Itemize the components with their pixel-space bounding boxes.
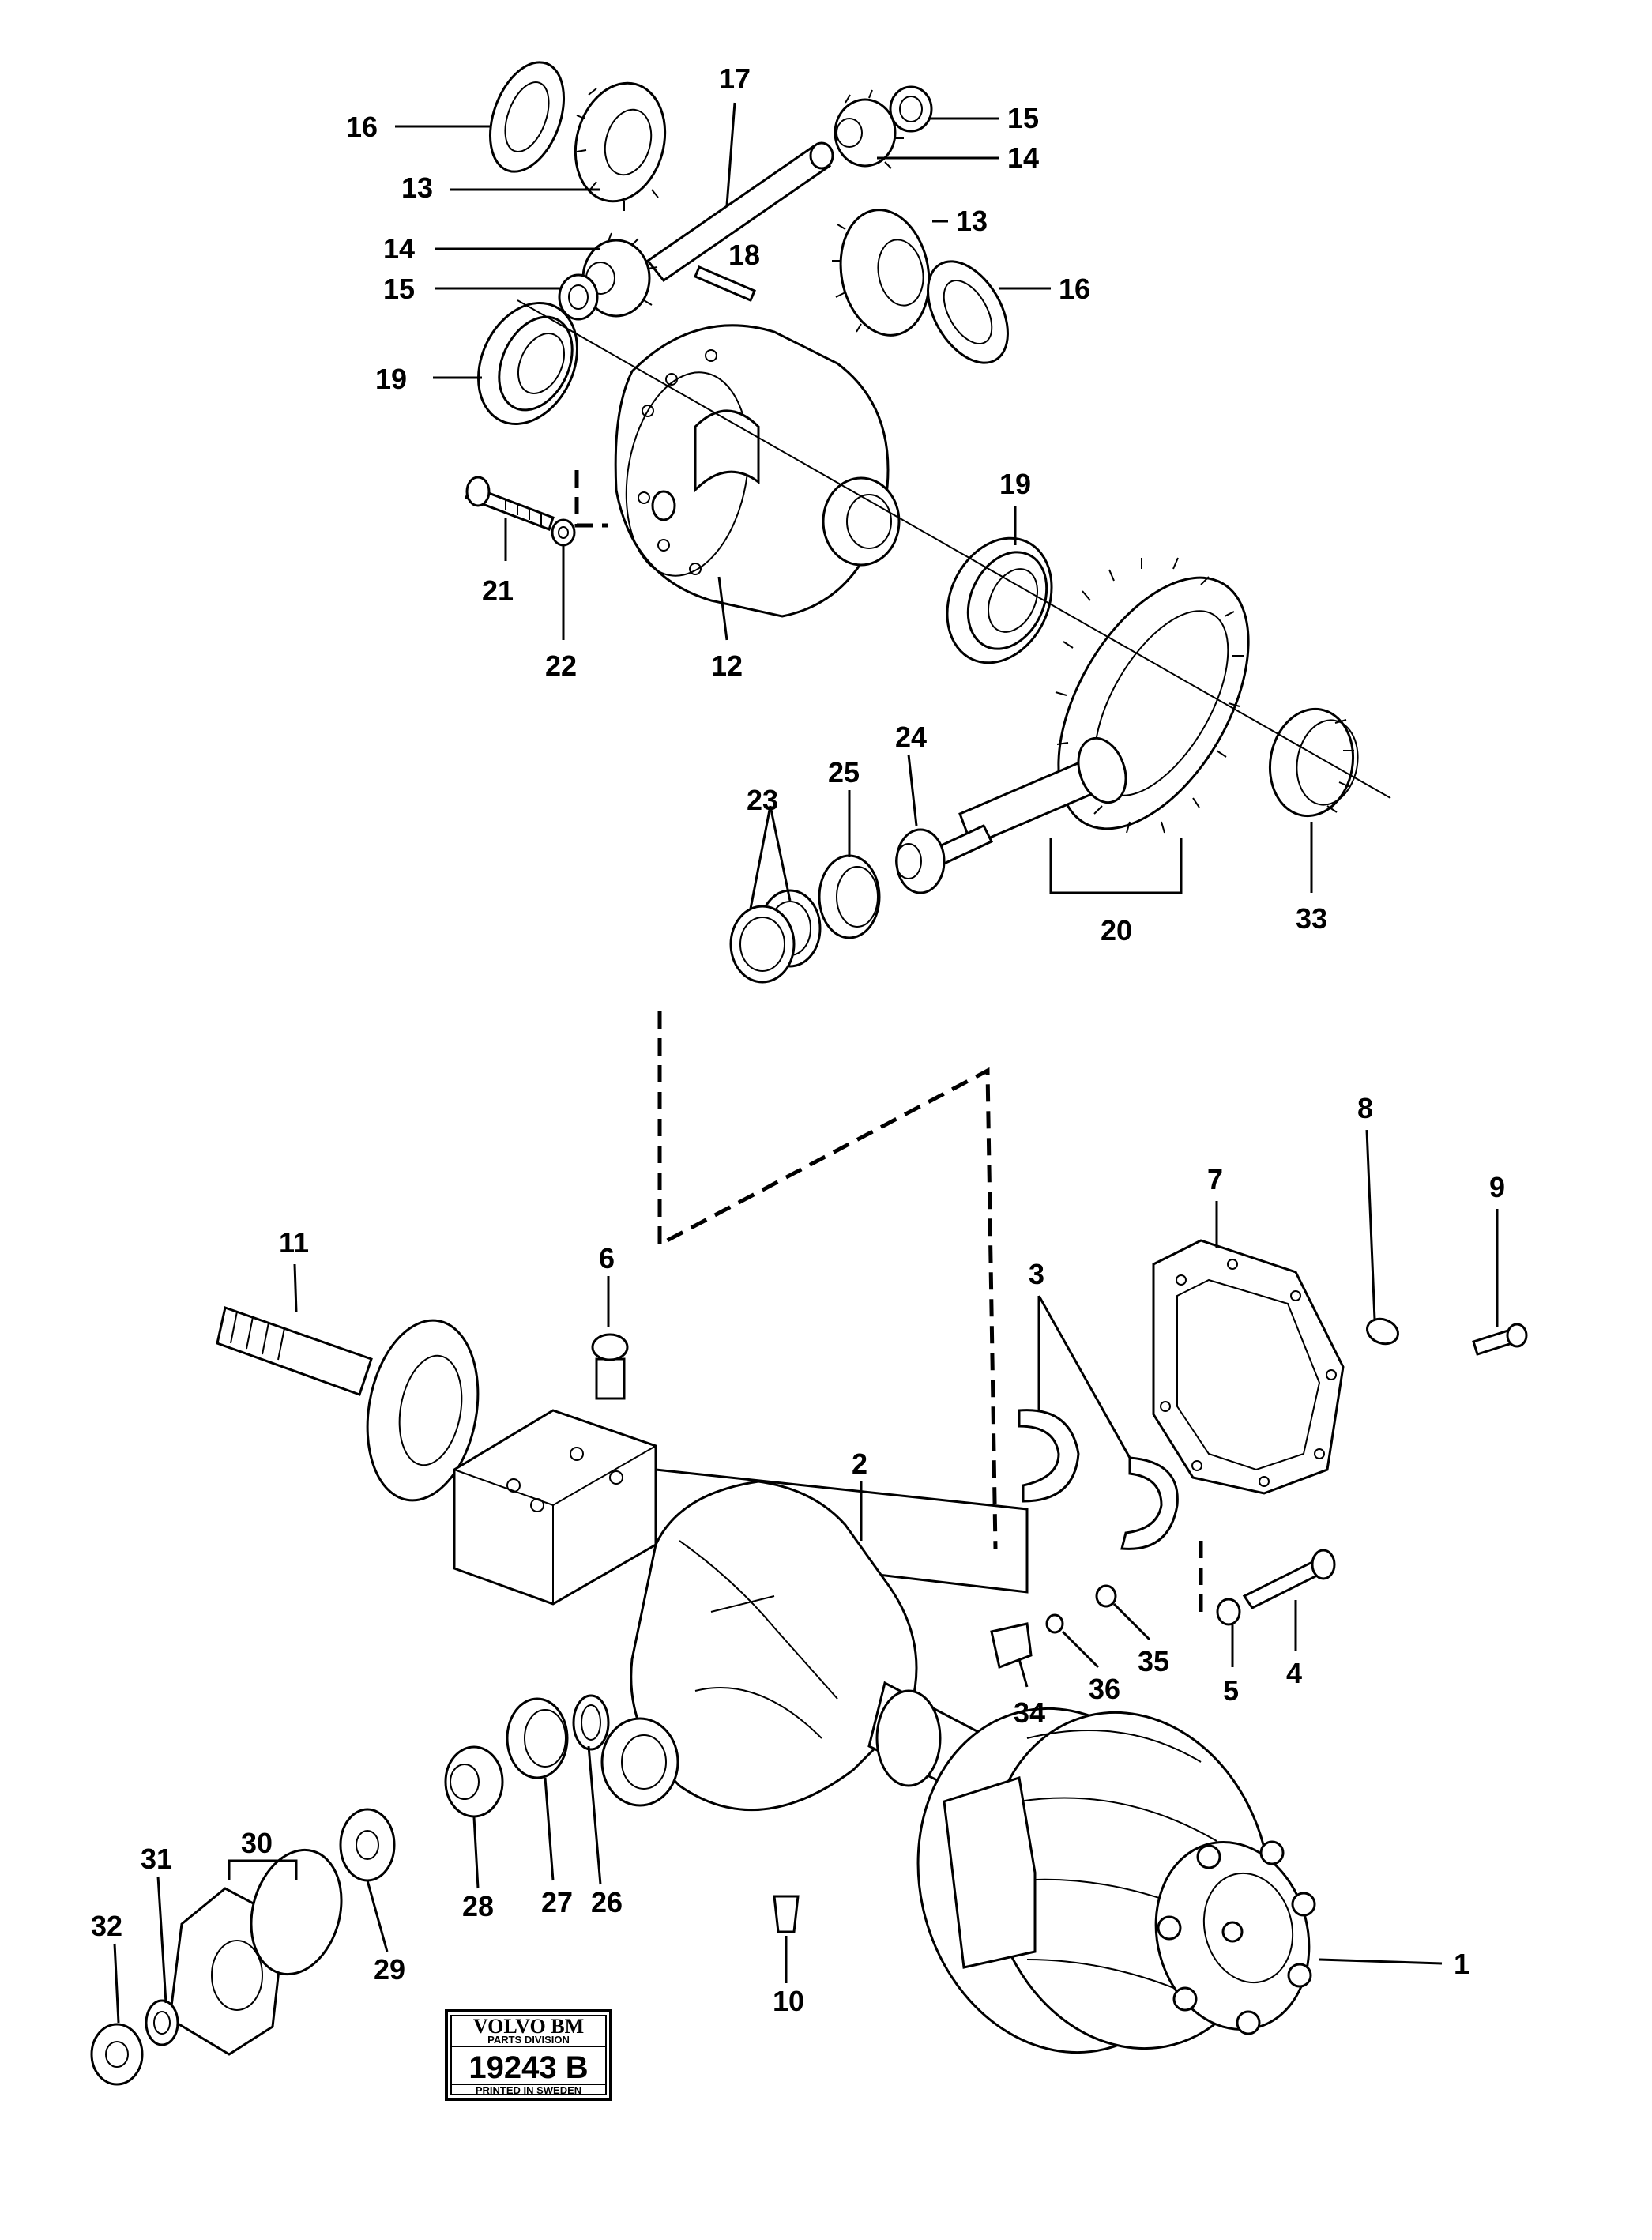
callout-22: 22 (545, 649, 577, 682)
differential-case-group (465, 301, 1053, 664)
callout-10: 10 (773, 1985, 804, 2017)
leader-lines (113, 102, 1499, 2024)
differential-gear-group (488, 61, 1009, 364)
callout-19-left: 19 (375, 363, 407, 395)
callout-29: 29 (374, 1953, 405, 1986)
crown-wheel-pinion-group (729, 557, 1359, 984)
callout-25: 25 (828, 756, 860, 789)
callout-32: 32 (91, 1910, 122, 1942)
callout-35: 35 (1138, 1645, 1169, 1677)
callout-15-right: 15 (1007, 102, 1039, 134)
callout-14-right: 14 (1007, 141, 1039, 174)
callout-1: 1 (1454, 1948, 1469, 1980)
callout-18: 18 (728, 239, 760, 271)
callout-20: 20 (1101, 914, 1132, 947)
callout-7: 7 (1207, 1163, 1223, 1195)
callout-labels: 16 13 17 15 14 14 13 18 15 16 19 19 21 2… (91, 62, 1505, 2017)
callout-9: 9 (1489, 1171, 1505, 1203)
callout-8: 8 (1357, 1092, 1373, 1124)
callout-27: 27 (541, 1886, 573, 1918)
callout-11: 11 (279, 1226, 309, 1259)
callout-31: 31 (141, 1843, 172, 1875)
assembly-dashed-lines (574, 470, 1203, 1620)
callout-19-right: 19 (999, 468, 1031, 500)
axle-housing-group (90, 1239, 1528, 2086)
stamp-division: PARTS DIVISION (487, 2034, 570, 2046)
callout-16-left: 16 (346, 111, 378, 143)
callout-21: 21 (482, 574, 514, 607)
callout-3: 3 (1029, 1258, 1044, 1290)
callout-28: 28 (462, 1890, 494, 1922)
callout-14-left: 14 (383, 232, 415, 265)
callout-13-right: 13 (956, 205, 988, 237)
stamp-brand: VOLVO BM (473, 2015, 584, 2038)
callout-15-left: 15 (383, 273, 415, 305)
callout-6: 6 (599, 1242, 615, 1274)
callout-17: 17 (719, 62, 751, 95)
callout-33: 33 (1296, 902, 1327, 935)
callout-34: 34 (1014, 1696, 1045, 1729)
callout-16-right: 16 (1059, 273, 1090, 305)
callout-5: 5 (1223, 1674, 1239, 1707)
callout-26: 26 (591, 1886, 623, 1918)
callout-2: 2 (852, 1448, 867, 1480)
parts-stamp: VOLVO BM PARTS DIVISION 19243 B PRINTED … (445, 2009, 612, 2101)
callout-23: 23 (747, 784, 778, 816)
callout-24: 24 (895, 721, 927, 753)
callout-4: 4 (1286, 1657, 1302, 1689)
stamp-number: 19243 B (469, 2050, 588, 2085)
callout-30: 30 (241, 1827, 273, 1859)
callout-12: 12 (711, 649, 743, 682)
callout-13-left: 13 (401, 171, 433, 204)
stamp-printed: PRINTED IN SWEDEN (476, 2084, 581, 2096)
callout-36: 36 (1089, 1673, 1120, 1705)
